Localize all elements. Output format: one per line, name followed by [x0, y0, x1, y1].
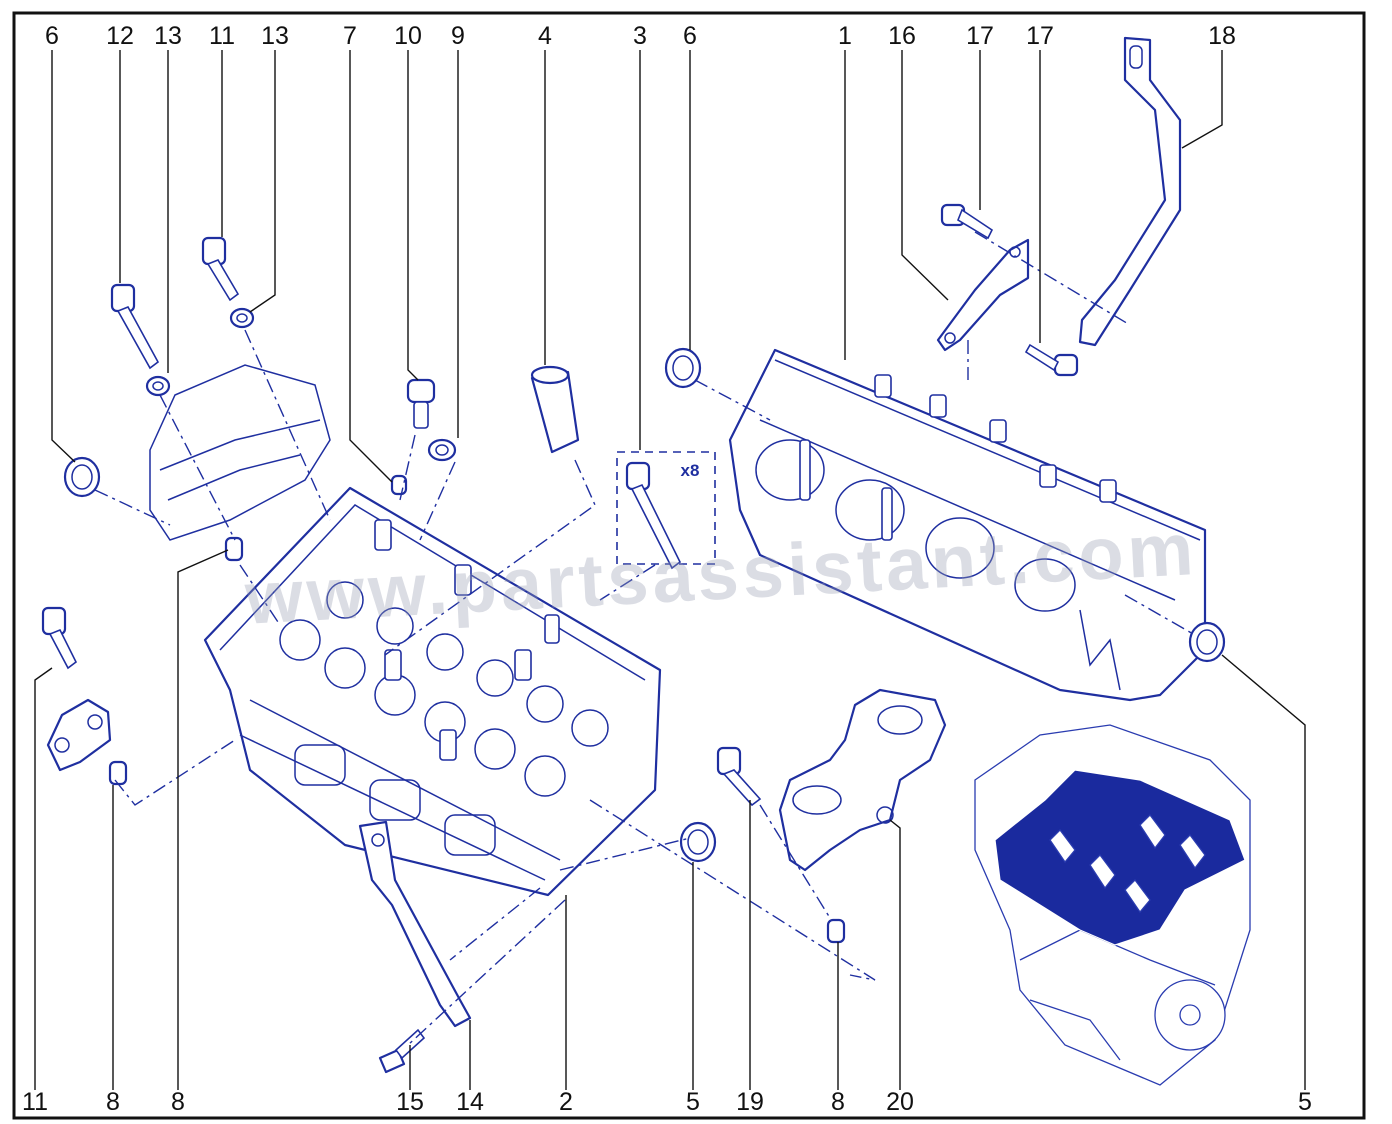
seal-5-right [1188, 621, 1226, 663]
callout-top-12: 1 [838, 22, 852, 50]
dowel-8-c [826, 918, 846, 944]
bolt-17-lower [1024, 343, 1079, 377]
bolt-19 [716, 746, 762, 807]
plug-10 [406, 378, 436, 429]
lifting-bracket-14 [358, 820, 472, 1028]
callout-top-5: 13 [261, 22, 289, 50]
callout-top-11: 6 [683, 22, 697, 50]
seal-6-center [664, 347, 702, 389]
cam-bolts-right [799, 374, 1117, 541]
callout-bottom-9: 8 [831, 1088, 845, 1116]
callout-bottom-2: 8 [106, 1088, 120, 1116]
cylinder-head-right [728, 348, 1207, 702]
dowel-8-a [108, 760, 128, 786]
bolt-11-lower [41, 606, 78, 670]
bracket-16 [936, 238, 1030, 352]
sleeve-4 [530, 365, 580, 454]
bolt-17-upper [940, 203, 994, 240]
callout-bottom-1: 11 [22, 1088, 48, 1116]
head-bolts-installed-left [374, 519, 560, 761]
washer-13-right [229, 307, 255, 329]
cylinder-head-left [203, 486, 662, 897]
callout-top-13: 16 [888, 22, 916, 50]
bracket-11 [46, 698, 112, 772]
washer-9 [427, 438, 457, 462]
ports-left [294, 744, 496, 856]
callout-top-7: 10 [394, 22, 422, 50]
bearing-cap-assembly [149, 364, 331, 541]
callout-top-3: 13 [154, 22, 182, 50]
assembly-centerlines [94, 231, 1196, 1046]
callout-bottom-6: 2 [559, 1088, 573, 1116]
callout-top-14: 17 [966, 22, 994, 50]
callout-bottom-3: 8 [171, 1088, 185, 1116]
leader-lines [34, 50, 1306, 1090]
callout-bottom-4: 15 [396, 1088, 424, 1116]
callout-top-8: 9 [451, 22, 465, 50]
callout-bottom-11: 5 [1298, 1088, 1312, 1116]
seal-6-left [63, 456, 101, 498]
quantity-label: x8 [681, 461, 700, 480]
callout-top-10: 3 [633, 22, 647, 50]
lifting-bracket-18 [1078, 36, 1182, 347]
engine-locator-thumbnail [974, 724, 1251, 1086]
callout-top-2: 12 [106, 22, 134, 50]
callout-top-6: 7 [343, 22, 357, 50]
seal-5-center [679, 821, 717, 863]
callouts-top: 6 12 13 11 13 7 10 9 4 3 6 1 16 17 17 18 [45, 22, 1236, 50]
washer-13-left [145, 375, 171, 397]
callout-top-1: 6 [45, 22, 59, 50]
water-outlet-housing [778, 688, 947, 872]
callout-bottom-5: 14 [456, 1088, 484, 1116]
dowel-8-b [224, 536, 244, 562]
callout-top-15: 17 [1026, 22, 1054, 50]
bolt-12 [110, 283, 160, 370]
callout-bottom-7: 5 [686, 1088, 700, 1116]
callout-bottom-10: 20 [886, 1088, 914, 1116]
head-bolt-3-box: x8 [616, 451, 716, 570]
dowel-7 [390, 474, 408, 496]
diagram-frame [12, 11, 1366, 1120]
ports-right [755, 439, 1076, 612]
callouts-bottom: 11 8 8 15 14 2 5 19 8 20 5 [22, 1088, 1312, 1116]
callout-bottom-8: 19 [736, 1088, 764, 1116]
callout-top-4: 11 [209, 22, 235, 50]
bolt-11-upper [201, 236, 240, 302]
callout-top-9: 4 [538, 22, 552, 50]
callout-top-16: 18 [1208, 22, 1236, 50]
